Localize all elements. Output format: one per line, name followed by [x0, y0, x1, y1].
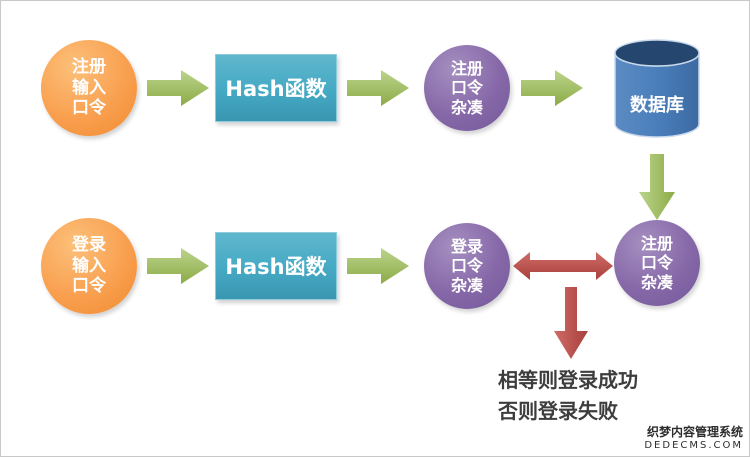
circle-line: 登录	[72, 235, 106, 256]
circle-line: 输入	[72, 255, 106, 276]
database-cylinder	[614, 39, 700, 138]
login-input-circle: 登录 输入 口令	[41, 218, 137, 314]
circle-line: 登录	[450, 237, 483, 257]
circle-line: 杂凑	[450, 97, 483, 117]
circle-line: 注册	[72, 57, 106, 78]
watermark-line: DEDECMS.COM	[644, 439, 743, 451]
circle-line: 口令	[450, 256, 483, 276]
arrow-down-icon	[639, 154, 675, 220]
reg-input-circle: 注册 输入 口令	[41, 40, 137, 136]
arrow-right-icon	[521, 70, 583, 106]
hash-function-box: Hash函数	[215, 54, 337, 122]
result-text: 相等则登录成功 否则登录失败	[498, 365, 638, 427]
circle-line: 输入	[72, 77, 106, 98]
result-arrow-down-icon	[554, 287, 588, 359]
circle-line: 杂凑	[640, 272, 673, 292]
arrow-right-icon	[347, 248, 409, 284]
stored-hash-circle: 注册 口令 杂凑	[614, 220, 700, 306]
circle-line: 注册	[450, 59, 483, 79]
reg-hash-circle: 注册 口令 杂凑	[424, 45, 510, 131]
arrow-right-icon	[147, 248, 209, 284]
circle-line: 杂凑	[450, 275, 483, 295]
watermark: 织梦内容管理系统 DEDECMS.COM	[644, 425, 743, 453]
circle-line: 口令	[72, 98, 106, 119]
watermark-line: 织梦内容管理系统	[646, 424, 743, 439]
login-hash-circle: 登录 口令 杂凑	[424, 223, 510, 309]
circle-line: 口令	[72, 276, 106, 297]
result-line: 相等则登录成功	[498, 368, 638, 392]
circle-line: 注册	[640, 234, 673, 254]
result-line: 否则登录失败	[498, 399, 618, 423]
compare-double-arrow-icon	[513, 252, 613, 280]
database-label: 数据库	[630, 95, 684, 116]
arrow-right-icon	[147, 70, 209, 106]
hash-function-box: Hash函数	[215, 232, 337, 300]
circle-line: 口令	[450, 78, 483, 98]
arrow-right-icon	[347, 70, 409, 106]
circle-line: 口令	[640, 253, 673, 273]
